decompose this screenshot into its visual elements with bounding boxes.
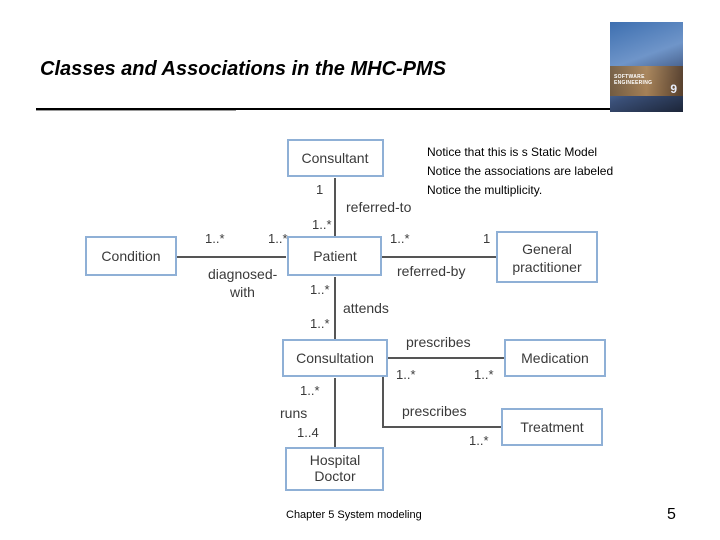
class-name-consultant: Consultant (302, 150, 369, 166)
class-name-hospital-doctor-line2: Doctor (314, 468, 356, 484)
assoc-label-prescribes-medication: prescribes (406, 334, 471, 350)
class-names: Consultant Condition Patient General pra… (101, 150, 588, 484)
class-name-general-practitioner-line2: practitioner (512, 259, 582, 275)
assoc-label-attends: attends (343, 300, 389, 316)
book-cover-title: SOFTWARE ENGINEERING (614, 74, 653, 86)
multiplicity-patient-consultant-end: 1..* (312, 217, 332, 232)
page-number: 5 (667, 506, 676, 523)
title-divider-shadow (36, 110, 236, 111)
assoc-label-diagnosed-with-line1: diagnosed- (208, 266, 278, 282)
class-box-condition (85, 236, 177, 276)
assoc-label-runs: runs (280, 405, 307, 421)
class-box-consultation (282, 339, 388, 377)
multiplicity-consultation-patient-end: 1..* (310, 316, 330, 331)
note-line: Notice that this is s Static Model (427, 145, 598, 159)
multiplicity-patient-consultation-end: 1..* (310, 282, 330, 297)
note-line: Notice the multiplicity. (427, 183, 543, 197)
book-cover-edition: 9 (670, 82, 677, 96)
class-name-condition: Condition (101, 248, 160, 264)
multiplicity-doctor-end: 1..4 (297, 425, 319, 440)
note-line: Notice the associations are labeled (427, 164, 614, 178)
title-divider (36, 108, 614, 110)
assoc-label-referred-to: referred-to (346, 199, 412, 215)
multiplicity-consultant-end: 1 (316, 182, 323, 197)
class-name-hospital-doctor-line1: Hospital (310, 452, 361, 468)
multiplicity-labels: 1 1..* 1..* 1..* 1..* 1 1..* 1..* 1..* 1… (205, 182, 494, 448)
class-name-general-practitioner-line1: General (522, 241, 572, 257)
assoc-label-referred-by: referred-by (397, 263, 465, 279)
assoc-label-diagnosed-with-line2: with (229, 284, 255, 300)
notes-block: Notice that this is s Static Model Notic… (427, 143, 613, 200)
multiplicity-treatment-end: 1..* (469, 433, 489, 448)
multiplicity-gp-end: 1 (483, 231, 490, 246)
class-box-patient (287, 236, 382, 276)
class-box-consultant (287, 139, 384, 177)
class-boxes (85, 139, 606, 491)
association-lines (176, 178, 505, 448)
multiplicity-condition-end: 1..* (205, 231, 225, 246)
assoc-label-prescribes-treatment: prescribes (402, 403, 467, 419)
multiplicity-consultation-doctor-end: 1..* (300, 383, 320, 398)
class-box-general-practitioner (496, 231, 598, 283)
multiplicity-patient-condition-end: 1..* (268, 231, 288, 246)
multiplicity-medication-end: 1..* (474, 367, 494, 382)
slide-title: Classes and Associations in the MHC-PMS (40, 58, 447, 80)
class-name-consultation: Consultation (296, 350, 374, 366)
multiplicity-consultation-medication-end: 1..* (396, 367, 416, 382)
class-name-medication: Medication (521, 350, 589, 366)
class-name-treatment: Treatment (520, 419, 583, 435)
class-box-medication (504, 339, 606, 377)
class-box-hospital-doctor (285, 447, 384, 491)
book-cover-image: SOFTWARE ENGINEERING 9 (610, 22, 683, 112)
class-box-treatment (501, 408, 603, 446)
footer-chapter: Chapter 5 System modeling (286, 509, 422, 521)
association-labels: referred-to diagnosed- with referred-by … (208, 199, 471, 421)
multiplicity-patient-gp-end: 1..* (390, 231, 410, 246)
assoc-line-consultation-treatment (382, 372, 502, 428)
class-name-patient: Patient (313, 248, 357, 264)
book-cover-band (610, 66, 683, 96)
